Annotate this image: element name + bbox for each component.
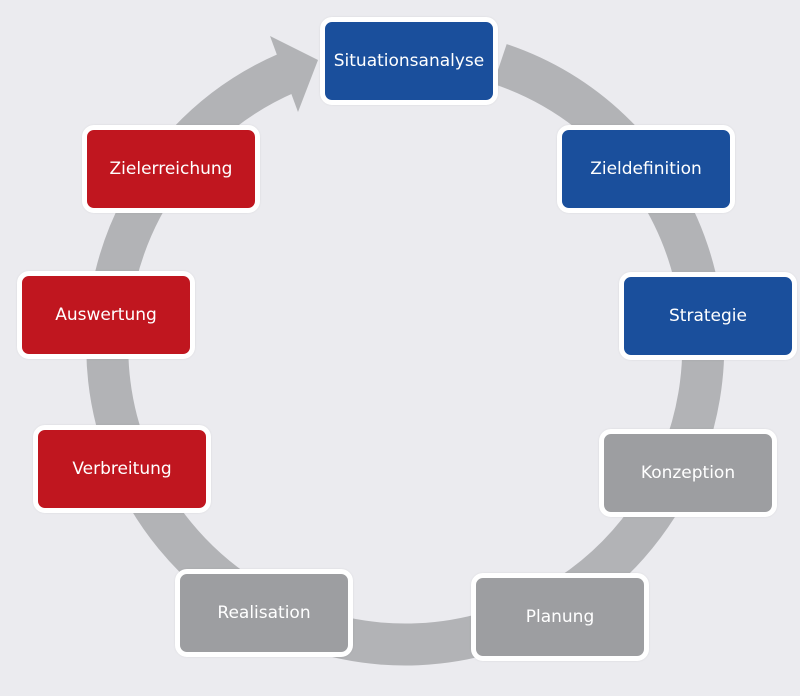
- cycle-arc: [86, 44, 725, 666]
- step-label: Zielerreichung: [109, 159, 233, 179]
- step-planung: Planung: [471, 573, 649, 661]
- step-label: Auswertung: [55, 305, 157, 325]
- step-label: Zieldefinition: [590, 159, 702, 179]
- step-situationsanalyse: Situationsanalyse: [320, 17, 498, 105]
- step-zieldefinition: Zieldefinition: [557, 125, 735, 213]
- step-label: Situationsanalyse: [333, 51, 485, 71]
- step-label: Planung: [525, 607, 595, 627]
- step-verbreitung: Verbreitung: [33, 425, 211, 513]
- step-realisation: Realisation: [175, 569, 353, 657]
- arrowhead-icon: [270, 36, 318, 112]
- step-label: Konzeption: [640, 463, 736, 483]
- step-konzeption: Konzeption: [599, 429, 777, 517]
- step-label: Realisation: [217, 603, 311, 623]
- step-strategie: Strategie: [619, 272, 797, 360]
- step-zielerreichung: Zielerreichung: [82, 125, 260, 213]
- step-label: Strategie: [669, 306, 747, 326]
- step-auswertung: Auswertung: [17, 271, 195, 359]
- step-label: Verbreitung: [72, 459, 172, 479]
